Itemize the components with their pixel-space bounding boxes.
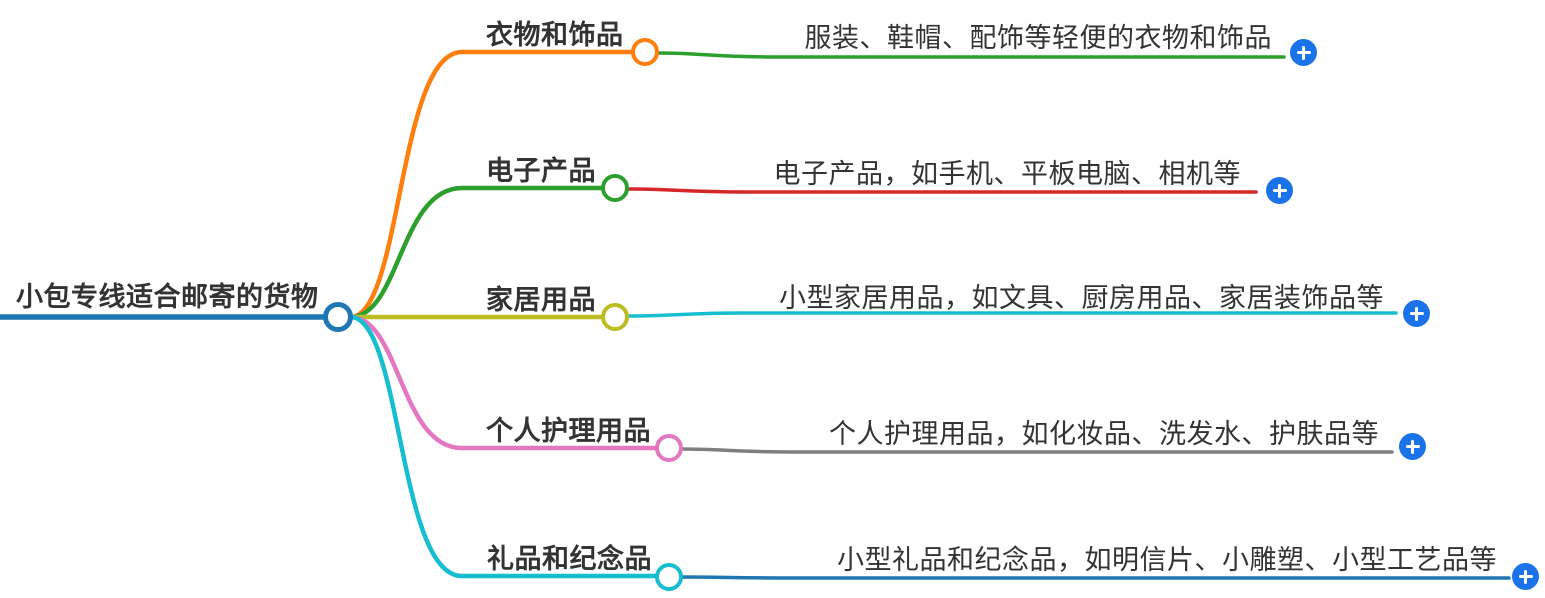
branch2-label[interactable]: 电子产品 [486, 156, 596, 186]
root-connector-circle[interactable] [323, 302, 353, 332]
branch3-connector-circle[interactable] [601, 303, 629, 331]
edge-root-to-branch2 [348, 185, 465, 320]
plus-icon [1399, 433, 1426, 460]
branch1-child-label[interactable]: 服装、鞋帽、配饰等轻便的衣物和饰品 [804, 23, 1272, 53]
edge-root-to-branch1 [348, 49, 465, 320]
plus-icon [1290, 39, 1317, 66]
branch5-connector-circle[interactable] [655, 563, 683, 591]
edge-root-to-branch5 [348, 314, 465, 579]
branch1-label[interactable]: 衣物和饰品 [486, 20, 624, 50]
edge-branch5-to-child [680, 575, 1511, 580]
branch3-child-label[interactable]: 小型家居用品，如文具、厨房用品、家居装饰品等 [779, 283, 1384, 313]
branch5-child-label[interactable]: 小型礼品和纪念品，如明信片、小雕塑、小型工艺品等 [837, 545, 1497, 575]
branch1-add-child-button[interactable] [1290, 39, 1317, 66]
edge-branch1-to-child [656, 51, 1286, 59]
edge-root-to-branch4 [348, 314, 465, 451]
plus-icon [1512, 563, 1539, 590]
branch3-add-child-button[interactable] [1403, 300, 1430, 327]
edge-branch4-to-child [680, 447, 1394, 454]
branch2-child-label[interactable]: 电子产品，如手机、平板电脑、相机等 [773, 159, 1241, 189]
branch2-connector-circle[interactable] [601, 174, 629, 202]
branch4-connector-circle[interactable] [655, 434, 683, 462]
branch5-label[interactable]: 礼品和纪念品 [487, 544, 652, 574]
branch4-add-child-button[interactable] [1399, 433, 1426, 460]
branch4-child-label[interactable]: 个人护理用品，如化妆品、洗发水、护肤品等 [829, 419, 1379, 449]
branch5-add-child-button[interactable] [1512, 563, 1539, 590]
plus-icon [1403, 300, 1430, 327]
branch2-add-child-button[interactable] [1266, 177, 1293, 204]
branch4-label[interactable]: 个人护理用品 [486, 416, 651, 446]
branch1-connector-circle[interactable] [631, 38, 659, 66]
branch3-label[interactable]: 家居用品 [486, 285, 596, 315]
edge-branch2-to-child [626, 187, 1258, 194]
root-node-label[interactable]: 小包专线适合邮寄的货物 [16, 282, 319, 312]
edge-branch3-to-child [626, 311, 1398, 318]
plus-icon [1266, 177, 1293, 204]
